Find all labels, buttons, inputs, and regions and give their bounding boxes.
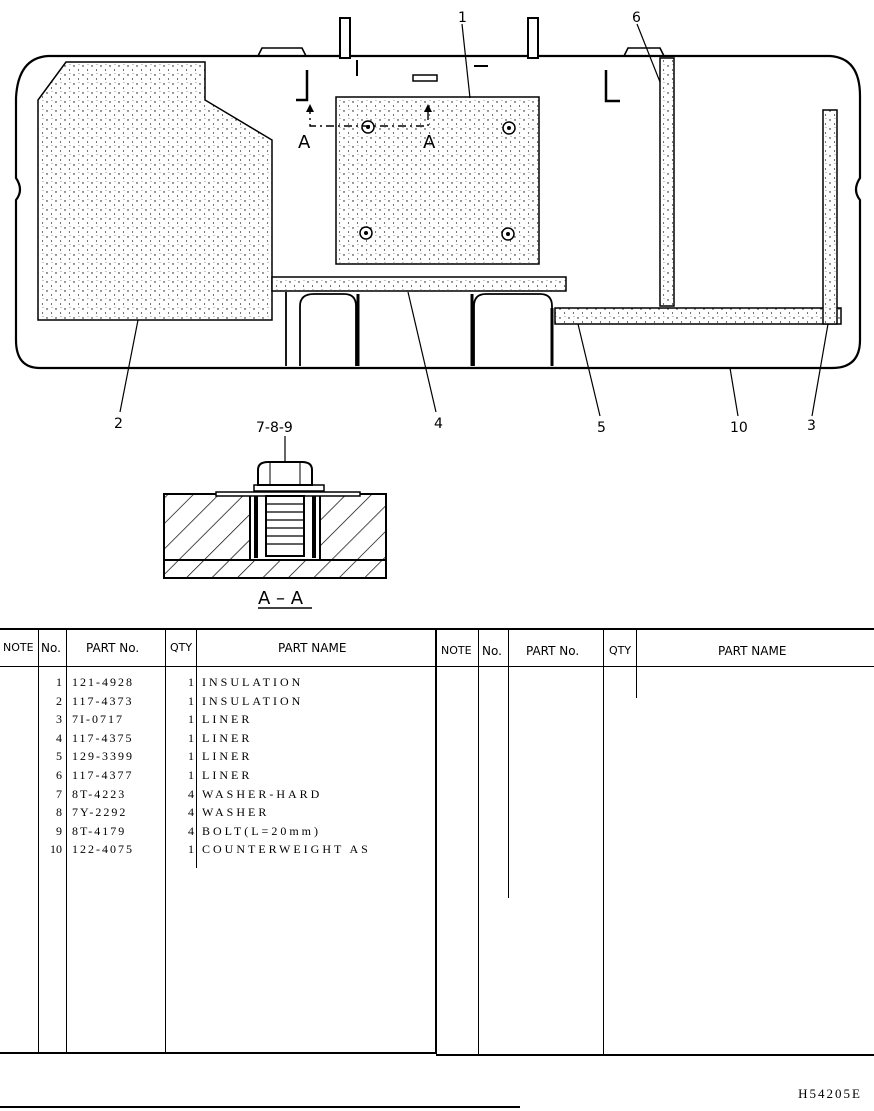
table-row: 6 117-4377 1 LINER <box>0 768 430 786</box>
header-qty: QTY <box>170 641 193 654</box>
header-part-name-right: PART NAME <box>718 644 787 658</box>
row-part-number: 7I-0717 <box>72 712 124 727</box>
table-row: 10 122-4075 1 COUNTERWEIGHT AS <box>0 842 430 860</box>
row-number: 4 <box>56 730 62 745</box>
row-number: 1 <box>56 675 62 689</box>
row-part-name: INSULATION <box>202 693 304 708</box>
callout-6: 6 <box>632 10 641 26</box>
row-quantity: 1 <box>188 693 194 708</box>
row-part-name: WASHER-HARD <box>202 786 323 801</box>
counterweight-outline <box>14 54 862 370</box>
header-part-no: PART No. <box>86 641 140 655</box>
parts-table: NOTE No. PART No. QTY PART NAME NOTE No.… <box>0 628 874 1056</box>
callout-10: 10 <box>730 420 748 436</box>
row-part-number: 122-4075 <box>72 842 134 857</box>
row-part-number: 7Y-2292 <box>72 805 128 820</box>
row-quantity: 4 <box>188 823 194 838</box>
header-note-right: NOTE <box>441 644 472 657</box>
row-number: 7 <box>56 786 62 801</box>
row-quantity: 1 <box>188 675 194 689</box>
row-quantity: 1 <box>188 768 194 782</box>
row-quantity: 4 <box>188 805 194 820</box>
row-number: 8 <box>56 805 62 820</box>
callout-2: 2 <box>114 416 123 432</box>
row-part-name: WASHER <box>202 805 270 820</box>
row-part-number: 8T-4179 <box>72 823 127 838</box>
callout-1: 1 <box>458 10 467 26</box>
section-detail <box>163 461 387 579</box>
bottom-rule <box>0 1106 520 1108</box>
row-quantity: 4 <box>188 786 194 801</box>
section-title: A – A <box>258 588 304 609</box>
table-row: 1 121-4928 1 INSULATION <box>0 675 430 693</box>
header-qty-right: QTY <box>609 644 632 657</box>
row-part-name: BOLT(L=20mm) <box>202 823 321 838</box>
table-row: 5 129-3399 1 LINER <box>0 749 430 767</box>
table-row: 3 7I-0717 1 LINER <box>0 712 430 730</box>
liner-3 <box>822 109 838 325</box>
header-no-right: No. <box>482 644 502 658</box>
row-part-number: 121-4928 <box>72 675 134 689</box>
callout-4: 4 <box>434 416 443 432</box>
row-number: 6 <box>56 768 62 782</box>
table-row: 8 7Y-2292 4 WASHER <box>0 805 430 823</box>
header-note: NOTE <box>3 641 34 654</box>
row-quantity: 1 <box>188 730 194 745</box>
callout-3: 3 <box>807 418 816 434</box>
row-number: 5 <box>56 749 62 764</box>
row-part-number: 117-4377 <box>72 768 134 782</box>
row-part-number: 117-4373 <box>72 693 134 708</box>
row-quantity: 1 <box>188 712 194 727</box>
callout-7-8-9: 7-8-9 <box>256 420 293 436</box>
row-part-name: COUNTERWEIGHT AS <box>202 842 371 857</box>
callouts <box>119 23 829 417</box>
row-part-name: LINER <box>202 749 253 764</box>
row-quantity: 1 <box>188 749 194 764</box>
lift-stud <box>527 17 539 59</box>
row-part-number: 117-4375 <box>72 730 134 745</box>
insulation-left <box>37 61 273 321</box>
row-part-name: LINER <box>202 768 253 782</box>
row-number: 3 <box>56 712 62 727</box>
row-part-name: LINER <box>202 712 253 727</box>
header-part-no-right: PART No. <box>526 644 580 658</box>
callout-5: 5 <box>597 420 606 436</box>
row-number: 10 <box>50 842 62 857</box>
row-part-name: INSULATION <box>202 675 304 689</box>
liner-4 <box>271 276 567 292</box>
table-row: 4 117-4375 1 LINER <box>0 731 430 749</box>
table-row: 7 8T-4223 4 WASHER-HARD <box>0 787 430 805</box>
lift-stud <box>339 17 351 59</box>
row-part-number: 129-3399 <box>72 749 134 764</box>
row-part-number: 8T-4223 <box>72 786 127 801</box>
liner-5 <box>554 307 842 325</box>
header-no: No. <box>41 641 61 655</box>
header-part-name: PART NAME <box>278 641 347 655</box>
document-code: H54205E <box>798 1086 862 1101</box>
pocket <box>285 292 553 366</box>
table-row: 2 117-4373 1 INSULATION <box>0 694 430 712</box>
row-number: 2 <box>56 693 62 708</box>
section-mark-right: A <box>423 132 436 153</box>
table-row: 9 8T-4179 4 BOLT(L=20mm) <box>0 824 430 842</box>
section-mark-left: A <box>298 132 311 153</box>
row-part-name: LINER <box>202 730 253 745</box>
parts-diagram: A A 1 6 2 4 5 10 3 7-8-9 <box>14 10 862 609</box>
row-quantity: 1 <box>188 842 194 857</box>
liner-6 <box>659 57 675 307</box>
row-number: 9 <box>56 823 62 838</box>
